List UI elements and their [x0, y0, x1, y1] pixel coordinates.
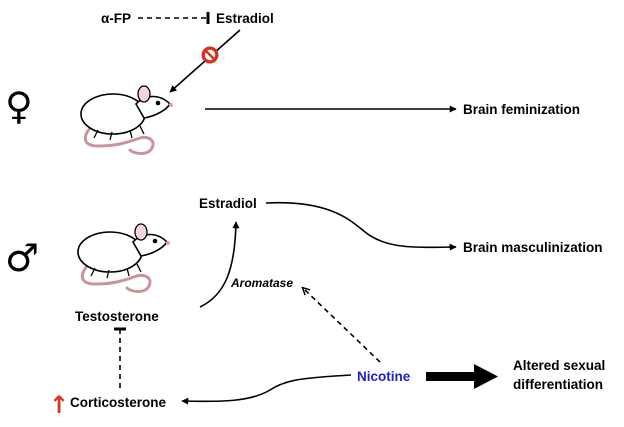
nicotine-to-altered-differentiation-edge [426, 364, 498, 389]
brain-masculinization-label: Brain masculinization [463, 240, 603, 255]
altered-differentiation-line1: Altered sexual [513, 358, 605, 373]
nicotine-label: Nicotine [357, 369, 411, 384]
female-symbol: ♀ [5, 84, 33, 128]
female-estradiol-label: Estradiol [216, 11, 274, 26]
nicotine-to-aromatase-edge [305, 290, 381, 363]
testosterone-to-estradiol-edge [199, 221, 240, 308]
rat-illustration-female [80, 85, 173, 155]
increase-arrow-icon: ↑ [49, 391, 69, 419]
nicotine-to-corticosterone-edge [181, 374, 352, 405]
male-symbol: ♂ [5, 236, 39, 280]
corticosterone-label: Corticosterone [70, 395, 167, 410]
testosterone-label: Testosterone [75, 309, 159, 324]
afp-label: α-FP [101, 11, 131, 26]
male-estradiol-label: Estradiol [199, 196, 257, 211]
aromatase-label: Aromatase [230, 276, 293, 290]
block-icon [201, 46, 219, 64]
estradiol-to-masculinization-edge [265, 201, 457, 251]
altered-differentiation-line2: differentiation [513, 377, 603, 392]
rat-illustration-male [77, 223, 170, 293]
brain-feminization-label: Brain feminization [463, 102, 580, 117]
